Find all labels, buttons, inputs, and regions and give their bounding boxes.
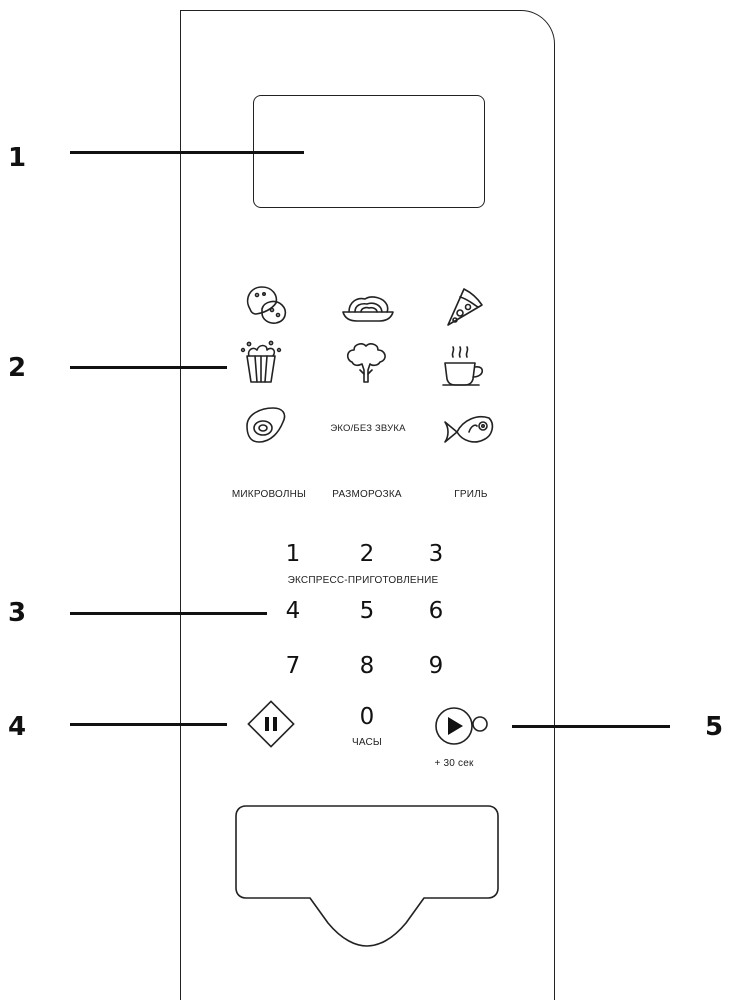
key-9[interactable]: 9 [428, 653, 444, 679]
callout-line-5 [512, 725, 670, 728]
pause-stop-button[interactable] [245, 698, 297, 750]
potato-icon[interactable] [242, 283, 296, 327]
callout-line-3 [70, 612, 267, 615]
start-play-icon [435, 707, 488, 745]
key-0[interactable]: 0 [359, 704, 375, 730]
express-cooking-label: ЭКСПРЕСС-ПРИГОТОВЛЕНИЕ [287, 575, 439, 586]
pause-stop-icon [247, 700, 295, 748]
key-4[interactable]: 4 [285, 598, 301, 624]
callout-number-1: 1 [8, 143, 27, 173]
callout-line-1 [70, 151, 304, 154]
pizza-icon[interactable] [442, 285, 496, 329]
callout-line-4 [70, 723, 227, 726]
microwave-label[interactable]: МИКРОВОЛНЫ [231, 489, 307, 500]
key-3[interactable]: 3 [428, 541, 444, 567]
callout-number-4: 4 [8, 712, 27, 742]
broccoli-icon[interactable] [342, 340, 396, 384]
callout-number-2: 2 [8, 353, 27, 383]
key-1[interactable]: 1 [285, 541, 301, 567]
grill-label[interactable]: ГРИЛЬ [454, 489, 488, 500]
key-5[interactable]: 5 [359, 598, 375, 624]
callout-number-3: 3 [8, 598, 27, 628]
meat-steak-icon[interactable] [243, 402, 297, 446]
control-panel [180, 10, 555, 1000]
callout-number-5: 5 [705, 712, 724, 742]
fish-icon[interactable] [443, 410, 497, 454]
key-2[interactable]: 2 [359, 541, 375, 567]
defrost-label[interactable]: РАЗМОРОЗКА [332, 489, 402, 500]
clock-label: ЧАСЫ [352, 737, 382, 748]
start-button[interactable] [434, 704, 500, 750]
coffee-cup-icon[interactable] [441, 343, 495, 387]
callout-line-2 [70, 366, 227, 369]
key-7[interactable]: 7 [285, 653, 301, 679]
popcorn-icon[interactable] [237, 340, 291, 384]
key-8[interactable]: 8 [359, 653, 375, 679]
eco-mute-label[interactable]: ЭКО/БЕЗ ЗВУКА [330, 423, 406, 434]
pasta-icon[interactable] [341, 285, 395, 329]
key-6[interactable]: 6 [428, 598, 444, 624]
plus-30-seconds-label: + 30 сек [434, 758, 474, 769]
